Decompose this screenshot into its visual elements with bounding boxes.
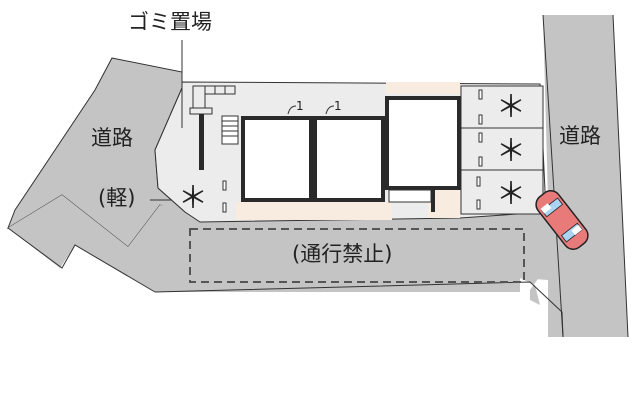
building-unit-1 (241, 116, 313, 202)
door-arc-1 (287, 105, 297, 115)
garbage-area-label: ゴミ置場 (128, 10, 212, 34)
wheel-stops (222, 89, 483, 213)
garden-strip-bottom (236, 202, 392, 220)
room-mark-1: 1 (296, 99, 304, 113)
road-label-left: 道路 (91, 126, 133, 150)
garden-strip-top (386, 82, 460, 94)
car (535, 190, 589, 250)
parking-marker-3: ＊ (496, 177, 526, 212)
no-passage-zone (189, 228, 525, 283)
bottom-road-main (8, 195, 568, 337)
stairs (221, 115, 239, 145)
kei-parking-label: (軽) (98, 186, 136, 210)
building-unit-2 (313, 116, 385, 202)
parking-marker-2: ＊ (496, 134, 526, 169)
road-label-right: 道路 (559, 124, 601, 148)
no-passage-label: (通行禁止) (292, 242, 393, 266)
room-mark-2: 1 (334, 99, 342, 113)
right-road (528, 15, 628, 337)
building-unit-3 (385, 96, 461, 212)
parking-marker-kei: ＊ (178, 181, 208, 216)
parking-marker-1: ＊ (496, 90, 526, 125)
door-arc-2 (325, 105, 335, 115)
garbage-area-structure (189, 85, 236, 115)
parking-spaces (460, 85, 544, 215)
